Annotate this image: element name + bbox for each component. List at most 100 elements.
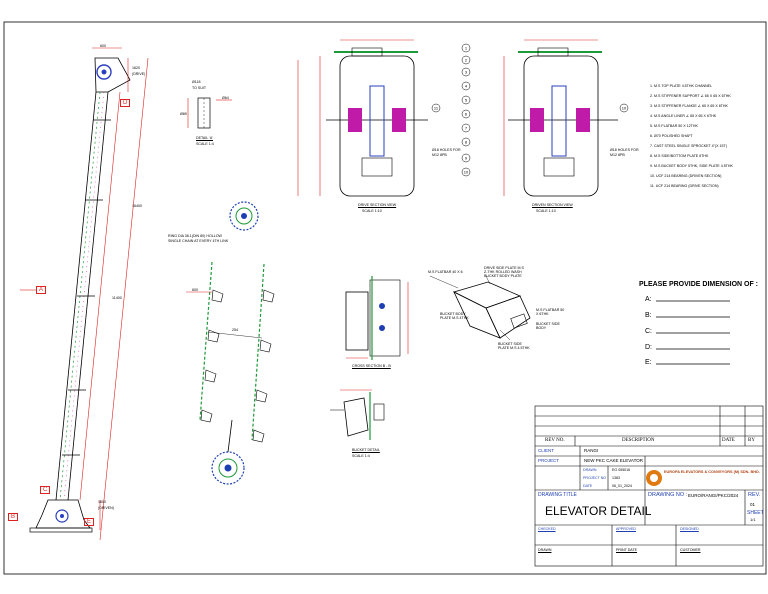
drawing-no: EURO/RANGI/PKC/2024 bbox=[688, 493, 739, 498]
svg-text:6: 6 bbox=[465, 112, 468, 117]
project-value: NEW PKC CAKE ELEVATOR bbox=[584, 458, 644, 463]
hole-note-2: Ø18 HOLES FOR M12 8PB bbox=[610, 148, 639, 157]
detail-a-label-4: Ø89 bbox=[180, 112, 187, 116]
bucket-chain bbox=[186, 261, 275, 443]
svg-text:10: 10 bbox=[464, 170, 469, 175]
detail-a-scale: SCALE 1:4 bbox=[196, 142, 214, 146]
sign-designed: DESIGNED bbox=[680, 527, 699, 531]
cross-section-title: CROSS SECTION B - B bbox=[352, 364, 391, 368]
part-balloons: 1 2 3 4 5 6 7 8 9 10 11 10 bbox=[431, 43, 629, 177]
bucket-note-4: BUCKET BODY PLATE M.S 4THK bbox=[440, 312, 469, 320]
parts-list-item: 3. M.S STIFFENER FLANGE ∠ 65 X 65 X 6THK bbox=[650, 104, 728, 108]
parts-list-item: 8. M.S SIDE/BOTTOM PLATE 6THK bbox=[650, 154, 709, 158]
row-value-date: 06_01_2024 bbox=[612, 484, 632, 488]
rev-header-desc: DESCRIPTION bbox=[622, 438, 655, 443]
dim-top-head-note: (DRIVE) bbox=[132, 72, 146, 76]
drive-section-title: DRIVE SECTION VIEW bbox=[358, 203, 397, 207]
marker-c: C bbox=[40, 486, 51, 494]
dim-casing: 11400 bbox=[112, 296, 122, 300]
sign-checked: CHECKED bbox=[538, 527, 556, 531]
row-label-date: DATE bbox=[583, 484, 593, 488]
sign-customer: CUSTOMER bbox=[680, 548, 701, 552]
bucket-note-1: M.S FLATBAR 40 X 6 bbox=[428, 270, 463, 274]
parts-list-item: 4. M.S ANGLE LINER ∠ 65 X 65 X 6THK bbox=[650, 114, 717, 118]
chain-dim-1: 600 bbox=[192, 288, 198, 292]
bucket-detail-scale: SCALE 1:4 bbox=[352, 454, 370, 458]
driven-section-view bbox=[503, 39, 618, 197]
client-value: RANGI bbox=[584, 448, 599, 453]
parts-list-item: 2. M.S STIFFENER SUPPORT ∠ 65 X 65 X 6TH… bbox=[650, 94, 731, 98]
driven-section-title: DRIVEN SECTION VIEW bbox=[532, 203, 573, 207]
dimension-prompt-title: PLEASE PROVIDE DIMENSION OF : bbox=[639, 281, 759, 288]
drawing-title: ELEVATOR DETAIL bbox=[545, 504, 652, 518]
sign-approved: APPROVED bbox=[616, 527, 636, 531]
cross-section-bb bbox=[345, 276, 409, 360]
sign-print-date: PRINT DATE bbox=[616, 548, 638, 552]
detail-a-label-3: Ø64 bbox=[222, 96, 229, 100]
driven-section-scale: SCALE 1:10 bbox=[536, 209, 556, 213]
sign-drawn: DRAWN bbox=[538, 548, 552, 552]
svg-text:3: 3 bbox=[465, 70, 468, 75]
bucket-detail-view bbox=[330, 389, 385, 440]
svg-text:1: 1 bbox=[465, 46, 468, 51]
rev-header-revno: REV NO. bbox=[545, 438, 565, 443]
project-label: PROJECT bbox=[538, 458, 560, 463]
dimension-label-a: A: bbox=[645, 296, 652, 303]
drive-section-view bbox=[297, 39, 428, 197]
svg-text:9: 9 bbox=[465, 156, 468, 161]
marker-d: D bbox=[120, 99, 131, 107]
svg-text:2: 2 bbox=[465, 58, 468, 63]
chain-dim-2: 254 bbox=[232, 328, 238, 332]
elevator-elevation bbox=[20, 47, 149, 541]
marker-a: A bbox=[36, 286, 47, 294]
marker-e: E bbox=[84, 518, 95, 526]
bucket-note-3: M.S FLATBAR 50 X 6THK bbox=[536, 308, 565, 316]
dimension-label-d: D: bbox=[645, 344, 652, 351]
rev-label: REV. bbox=[748, 492, 761, 498]
parts-list-item: 10. UCF 214 BEARING (DRIVEN SECTION) bbox=[650, 174, 722, 178]
drive-section-scale: SCALE 1:10 bbox=[362, 209, 382, 213]
marker-b: B bbox=[8, 513, 19, 521]
detail-a-view bbox=[187, 97, 232, 129]
parts-list-item: 7. CAST STEEL SINGLE SPROCKET 4"(X 15T) bbox=[650, 144, 727, 148]
parts-list-item: 9. M.S BUCKET BODY 5THK, SIDE PLATE 4.5T… bbox=[650, 164, 733, 168]
sprocket-bottom bbox=[211, 419, 245, 485]
dimension-label-e: E: bbox=[645, 359, 652, 366]
bucket-detail-title: BUCKET DETAIL bbox=[352, 448, 380, 452]
row-label-drawn: DRAWN bbox=[583, 468, 597, 472]
row-value-project-no: 1383 bbox=[612, 476, 620, 480]
company-name: EUROPA ELEVATORS & CONVEYORS (M) SDN. BH… bbox=[664, 470, 760, 474]
drawing-title-label: DRAWING TITLE bbox=[538, 492, 577, 498]
svg-text:7: 7 bbox=[465, 126, 468, 131]
svg-text:11: 11 bbox=[434, 106, 439, 111]
rev-header-by: BY bbox=[748, 438, 755, 443]
parts-list-item: 6. Ø70 POLISHED SHAFT bbox=[650, 134, 693, 138]
svg-text:5: 5 bbox=[465, 98, 468, 103]
parts-list-item: 5. M.S FLATBAR 50 X 12THK bbox=[650, 124, 698, 128]
detail-a-title: DETAIL 'A' bbox=[196, 136, 213, 140]
client-label: CLIENT bbox=[538, 448, 555, 453]
bucket-note-5: BUCKET SIDE BODY bbox=[536, 322, 560, 330]
dim-bottom-head: 1600 bbox=[98, 500, 106, 504]
parts-list-item: 11. UCF 214 BEARING (DRIVE SECTION) bbox=[650, 184, 719, 188]
detail-a-label-1: Ø118 bbox=[192, 80, 201, 84]
detail-a-label-2: TO SUIT bbox=[192, 86, 207, 90]
svg-text:10: 10 bbox=[622, 106, 627, 111]
dim-bottom-head-note: (DRIVEN) bbox=[98, 506, 114, 510]
sheet-value: 1/1 bbox=[750, 517, 756, 522]
parts-list-item: 1. M.S TOP PLATE 4.5THK CHANNEL bbox=[650, 84, 713, 88]
company-logo bbox=[646, 470, 662, 486]
svg-text:4: 4 bbox=[465, 84, 468, 89]
svg-text:8: 8 bbox=[465, 140, 468, 145]
sheet-label: SHEET bbox=[747, 510, 764, 516]
sheet-border bbox=[3, 21, 767, 575]
sprocket-top bbox=[229, 201, 259, 231]
row-value-drawn: EG 055016 bbox=[612, 468, 631, 472]
bucket-isometric bbox=[429, 275, 531, 341]
bucket-note-6: BUCKET SIDE PLATE M.S 4.5THK bbox=[498, 342, 530, 350]
row-label-project-no: PROJECT NO bbox=[583, 476, 607, 480]
dim-top-head: 1620 bbox=[132, 66, 140, 70]
hole-note-1: Ø18 HOLES FOR M12 8PB bbox=[432, 148, 461, 157]
rev-value: 01 bbox=[750, 502, 756, 507]
